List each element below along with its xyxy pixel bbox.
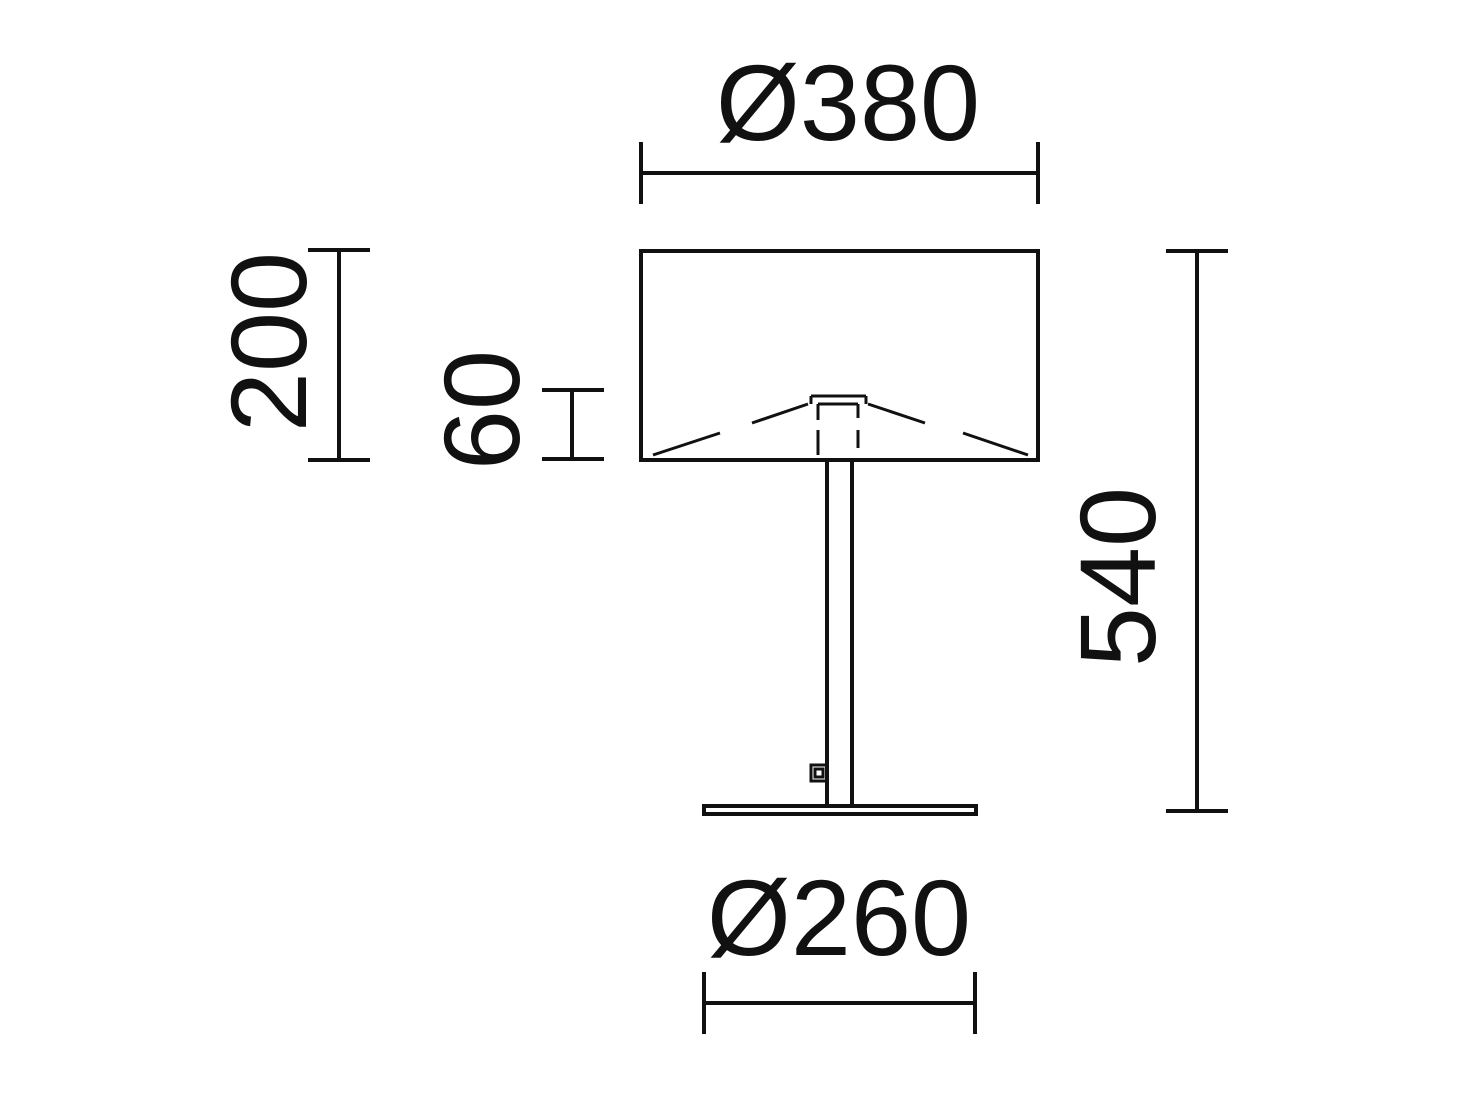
base-diameter-label: Ø260 — [707, 857, 971, 978]
base-plate — [702, 804, 978, 816]
shade-hidden-line-right-1 — [867, 402, 926, 425]
base-diameter-dimension: Ø260 — [702, 857, 977, 1034]
shade-diameter-label: Ø380 — [716, 42, 980, 163]
shade-outline — [639, 249, 1040, 462]
lower-offset-dimension: 60 — [421, 350, 604, 470]
total-height-dimension: 540 — [1057, 249, 1228, 813]
total-height-label: 540 — [1057, 487, 1178, 667]
shade-height-dimension: 200 — [208, 248, 370, 462]
shade-hidden-line-left-1 — [652, 431, 721, 457]
switch-inner — [813, 767, 825, 779]
lower-offset-label: 60 — [421, 350, 542, 470]
switch — [809, 763, 829, 783]
lamp-stem — [809, 460, 854, 806]
lamp-shade — [639, 249, 1040, 462]
shade-hidden-line-left-2 — [751, 402, 809, 425]
shade-diameter-dimension: Ø380 — [639, 42, 1040, 204]
lamp-base — [702, 804, 978, 816]
shade-hidden-line-right-2 — [962, 431, 1029, 457]
shade-height-label: 200 — [208, 252, 329, 432]
